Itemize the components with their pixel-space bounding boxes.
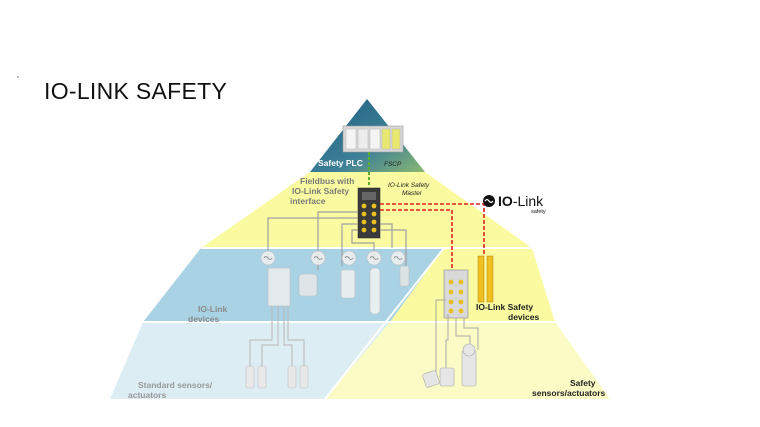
label-iolink-devices-2: devices — [188, 314, 219, 324]
label-safety-devices-1: IO-Link Safety — [476, 302, 533, 312]
safety-plc-device — [342, 125, 404, 153]
page-title: IO-LINK SAFETY — [44, 78, 228, 104]
layer-iolink-devices — [143, 248, 444, 322]
label-master-1: IO-Link Safety — [388, 182, 430, 189]
iolink-signal-icon — [341, 250, 357, 266]
svg-text:IO-Link: IO-Link — [498, 193, 544, 209]
label-safety-sensors-2: sensors/actuators — [532, 388, 605, 398]
label-fscp: FSCP — [384, 161, 402, 168]
safety-estop-head — [462, 343, 476, 357]
standard-sensor-cables — [249, 306, 305, 366]
logo-text-bold: IO — [498, 193, 513, 209]
standard-sensor — [299, 365, 309, 389]
iolink-device-icons — [260, 250, 410, 315]
iolink-sensor-device — [340, 269, 356, 299]
label-fieldbus-2: IO-Link Safety — [292, 186, 349, 196]
iolink-signal-icon — [366, 250, 382, 266]
layer-safety-devices — [390, 248, 555, 322]
iolink-safety-hub — [443, 269, 469, 319]
logo-text-rest: -Link — [513, 193, 544, 209]
standard-sensor — [287, 365, 297, 389]
standard-sensors — [245, 365, 309, 389]
stray-dot — [17, 76, 19, 78]
iolink-cables — [267, 211, 407, 270]
label-master-2: Master — [402, 190, 423, 197]
iolink-sensor-device — [369, 267, 381, 315]
logo-subtext: safety — [531, 209, 546, 215]
iolink-safety-master-device — [357, 187, 381, 239]
safety-light-curtain — [477, 255, 494, 303]
iolink-sensor-device — [399, 265, 410, 287]
label-safety-plc: Safety PLC — [318, 158, 363, 168]
label-std-sensors-2: actuators — [128, 390, 167, 400]
label-safety-devices-2: devices — [508, 312, 539, 322]
standard-sensor — [257, 365, 267, 389]
label-iolink-devices-1: IO-Link — [198, 304, 228, 314]
label-fieldbus-3: interface — [290, 196, 326, 206]
iolink-sensor-device — [298, 273, 318, 297]
label-safety-sensors-1: Safety — [570, 378, 596, 388]
label-std-sensors-1: Standard sensors/ — [138, 380, 213, 390]
iolink-signal-icon — [310, 250, 326, 266]
layer-divider — [324, 247, 445, 400]
iolink-safety-logo: IO-Link safety — [483, 193, 546, 215]
iolink-signal-icon — [390, 250, 406, 266]
iolink-signal-icon — [260, 250, 276, 266]
standard-sensor — [245, 365, 255, 389]
label-fieldbus-1: Fieldbus with — [300, 176, 354, 186]
iolink-hub-device — [267, 267, 291, 307]
safety-switch — [439, 367, 455, 387]
safety-sensors — [422, 343, 477, 388]
safety-switch — [422, 370, 440, 388]
